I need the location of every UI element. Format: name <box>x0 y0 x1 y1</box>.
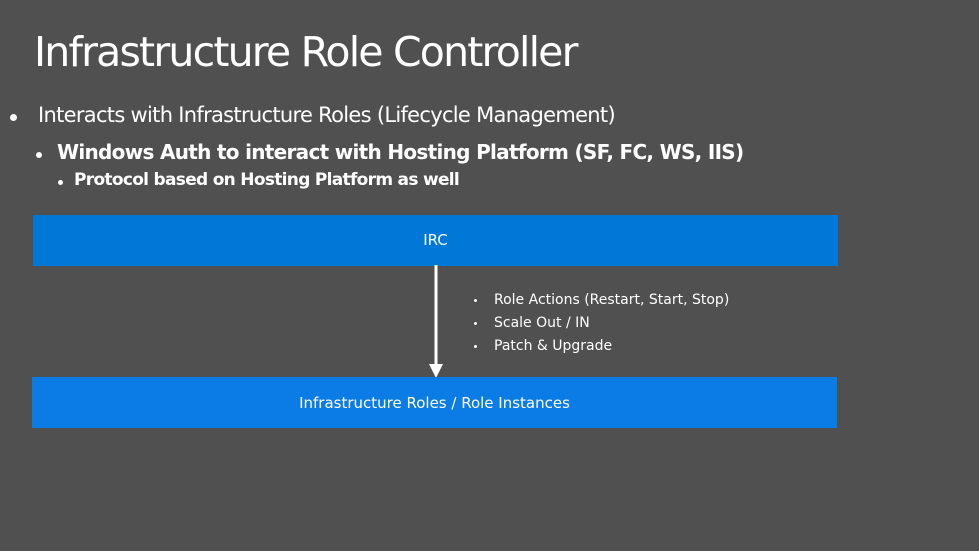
infrastructure-roles-box-label: Infrastructure Roles / Role Instances <box>299 394 570 412</box>
role-actions-list: Role Actions (Restart, Start, Stop) Scal… <box>470 289 729 358</box>
action-label: Patch & Upgrade <box>494 338 613 354</box>
infrastructure-roles-box: Infrastructure Roles / Role Instances <box>32 377 837 428</box>
action-label: Scale Out / IN <box>494 315 590 331</box>
bullet-level-3: Protocol based on Hosting Platform as we… <box>74 170 460 190</box>
bullet-dot <box>474 322 477 325</box>
bullet-level-1: Interacts with Infrastructure Roles (Lif… <box>38 103 616 127</box>
irc-box: IRC <box>33 215 838 266</box>
bullet-dot-level-3 <box>58 180 63 185</box>
list-item: Patch & Upgrade <box>470 335 729 358</box>
down-arrow-icon <box>429 265 443 378</box>
irc-box-label: IRC <box>423 231 448 249</box>
bullet-dot-level-1 <box>10 114 17 121</box>
list-item: Role Actions (Restart, Start, Stop) <box>470 289 729 312</box>
bullet-dot <box>474 345 477 348</box>
bullet-dot-level-2 <box>36 152 42 158</box>
arrow-head <box>429 364 443 378</box>
action-label: Role Actions (Restart, Start, Stop) <box>494 292 730 308</box>
list-item: Scale Out / IN <box>470 312 729 335</box>
slide-title: Infrastructure Role Controller <box>34 28 578 76</box>
bullet-level-2: Windows Auth to interact with Hosting Pl… <box>57 140 744 164</box>
bullet-dot <box>474 299 477 302</box>
